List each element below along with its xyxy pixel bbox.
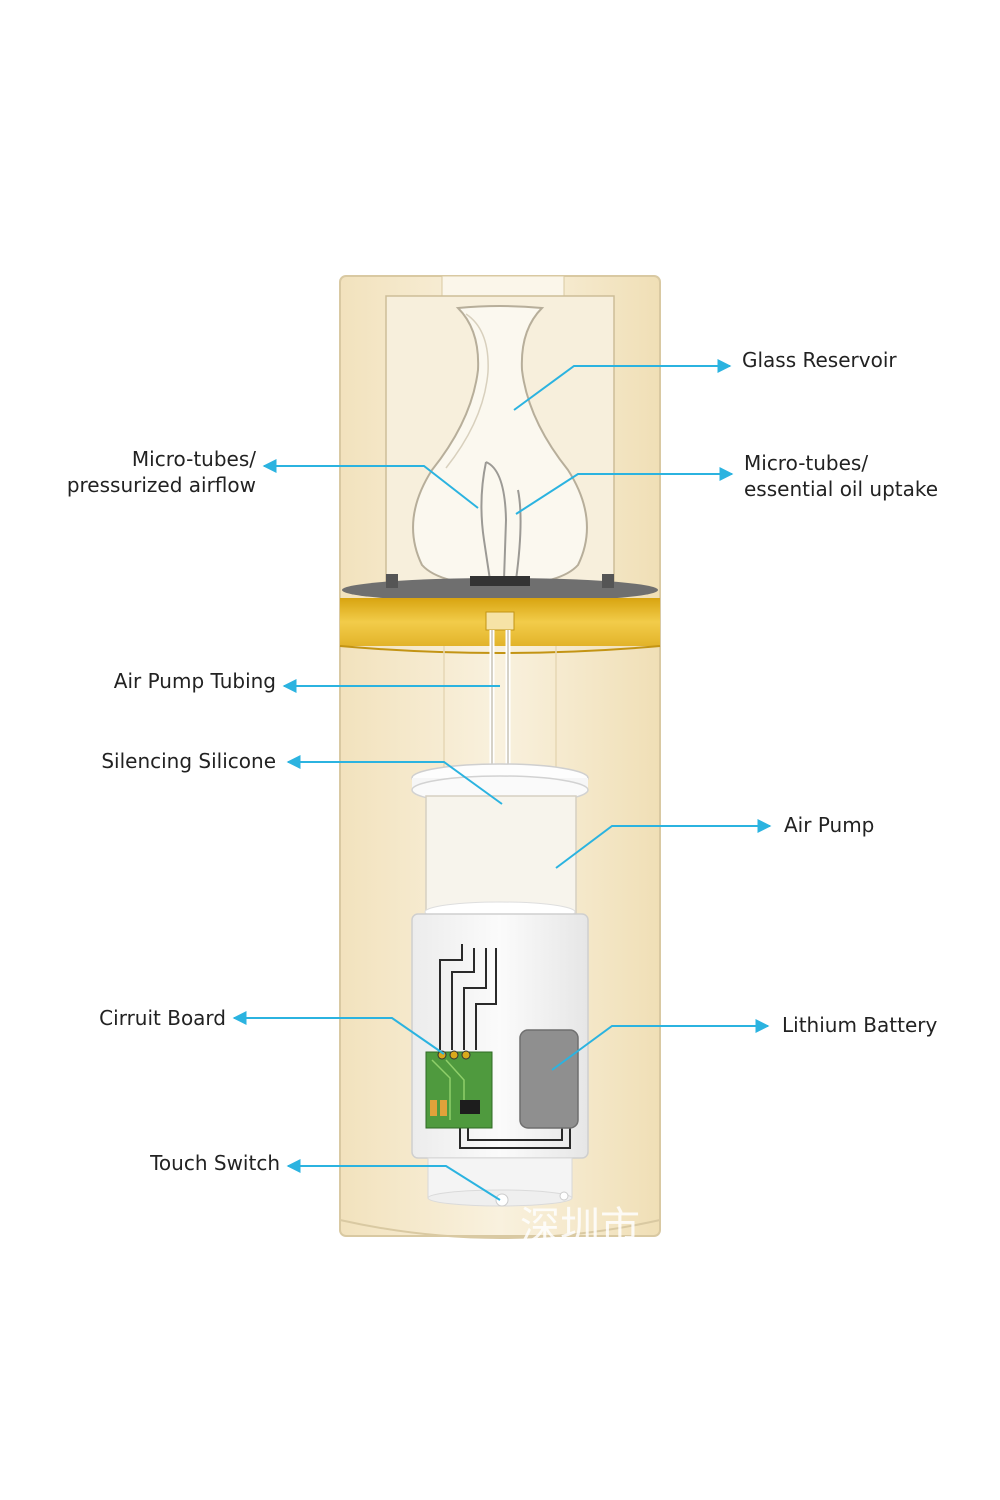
callout-touch-switch — [286, 1159, 501, 1201]
support-rods — [443, 646, 557, 770]
label-circuit-board: Cirruit Board — [99, 1006, 226, 1030]
callout-silencing-silicone — [286, 755, 503, 805]
callout-air-pump — [555, 819, 772, 869]
callout-circuit-board — [232, 1011, 445, 1055]
label-micro-tubes-oil: Micro-tubes/ essential oil uptake — [744, 450, 938, 502]
touch-switch — [495, 1191, 569, 1207]
callout-lines — [232, 359, 772, 1201]
gold-ring — [339, 598, 661, 654]
label-micro-tubes-oil-line1: Micro-tubes/ — [744, 451, 869, 475]
label-air-pump: Air Pump — [784, 813, 875, 837]
label-silencing-silicone: Silencing Silicone — [101, 749, 276, 773]
callout-micro-tubes-oil — [515, 467, 734, 515]
base-plate — [342, 574, 658, 602]
callout-glass-reservoir — [513, 359, 732, 411]
lithium-battery — [519, 1029, 579, 1129]
label-micro-tubes-airflow-line1: Micro-tubes/ — [131, 447, 256, 471]
silencing-silicone — [411, 763, 589, 805]
watermark: 深圳市 — [520, 1204, 640, 1250]
air-pump-tubing — [489, 630, 511, 772]
label-touch-switch: Touch Switch — [150, 1151, 280, 1175]
circuit-board — [425, 1050, 493, 1129]
label-micro-tubes-airflow: Micro-tubes/ pressurized airflow — [40, 446, 256, 498]
label-glass-reservoir: Glass Reservoir — [742, 348, 897, 372]
callout-lithium-battery — [551, 1019, 770, 1071]
circuit-wiring — [439, 944, 571, 1149]
micro-tubes — [480, 461, 522, 581]
label-micro-tubes-oil-line2: essential oil uptake — [744, 477, 939, 501]
label-micro-tubes-airflow-line2: pressurized airflow — [66, 473, 256, 497]
label-lithium-battery: Lithium Battery — [782, 1013, 938, 1037]
air-pump-body — [424, 795, 577, 923]
callout-micro-tubes-airflow — [262, 459, 479, 509]
label-air-pump-tubing: Air Pump Tubing — [113, 669, 276, 693]
